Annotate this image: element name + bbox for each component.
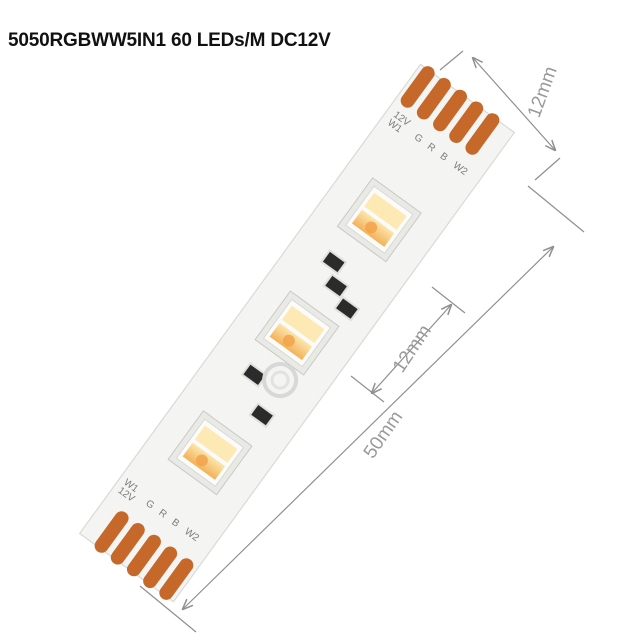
led-strip: 12V W1 G R B W2 12V W1 G R B W2 — [78, 63, 516, 603]
led-chip — [336, 177, 422, 263]
led-chip — [254, 290, 340, 376]
solder-pads-top — [400, 66, 500, 155]
resistor — [322, 273, 350, 299]
resistor — [333, 295, 361, 322]
led-chip — [167, 410, 253, 496]
product-title: 5050RGBWW5IN1 60 LEDs/M DC12V — [8, 30, 331, 51]
solder-pads-bottom — [94, 511, 194, 600]
width-dimension-label: 12mm — [524, 64, 562, 121]
length-dimension-label: 50mm — [360, 407, 407, 462]
logo-watermark — [262, 362, 299, 399]
resistor — [248, 402, 276, 429]
resistor — [320, 249, 348, 275]
